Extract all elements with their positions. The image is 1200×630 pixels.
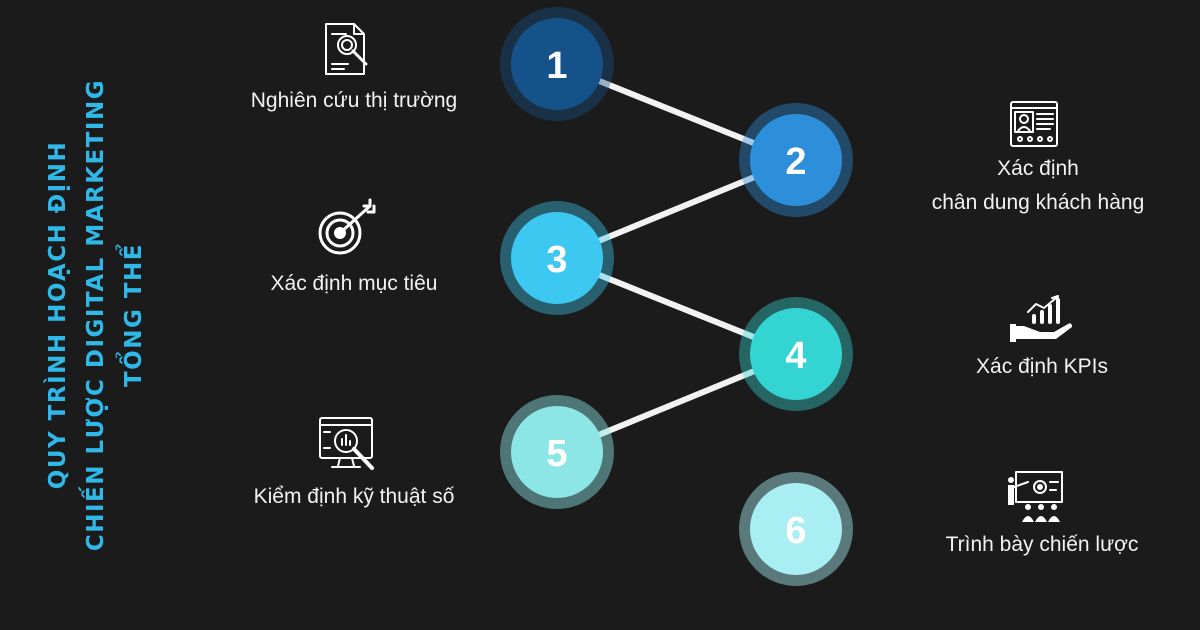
step-6-label: Trình bày chiến lược — [945, 533, 1139, 556]
step-6: 6 — [739, 472, 853, 586]
step-3: 3 — [500, 201, 614, 315]
step-4: 4 — [739, 297, 853, 411]
market-research-icon — [325, 23, 368, 75]
step-4-circle — [750, 308, 842, 400]
step-3-circle — [511, 212, 603, 304]
title-line-2: CHIẾN LƯỢC DIGITAL MARKETING — [83, 78, 109, 552]
step-6-circle — [750, 483, 842, 575]
kpi-growth-icon — [1010, 295, 1072, 342]
step-1: 1 — [500, 7, 614, 121]
step-5-number: 5 — [546, 433, 567, 475]
step-5: 5 — [500, 395, 614, 509]
step-6-number: 6 — [785, 510, 806, 552]
title-line-1: QUY TRÌNH HOẠCH ĐỊNH — [45, 140, 71, 490]
step-2: 2 — [739, 103, 853, 217]
step-3-label: Xác định mục tiêu — [270, 272, 438, 295]
target-icon — [318, 198, 376, 255]
customer-profile-icon — [1010, 101, 1058, 147]
step-5-label: Kiểm định kỹ thuật số — [253, 485, 455, 508]
step-4-number: 4 — [785, 335, 806, 377]
presentation-icon — [1008, 471, 1063, 522]
step-2-number: 2 — [785, 141, 806, 183]
step-4-label: Xác định KPIs — [976, 355, 1108, 378]
step-3-number: 3 — [546, 239, 567, 281]
digital-audit-icon — [319, 417, 374, 470]
vertical-title: QUY TRÌNH HOẠCH ĐỊNH CHIẾN LƯỢC DIGITAL … — [39, 35, 153, 595]
step-1-label: Nghiên cứu thị trường — [250, 89, 458, 112]
title-line-3: TỔNG THỂ — [121, 242, 147, 388]
step-1-circle — [511, 18, 603, 110]
step-2-circle — [750, 114, 842, 206]
step-5-circle — [511, 406, 603, 498]
step-1-number: 1 — [546, 45, 567, 87]
step-2-label: Xác định chân dung khách hàng — [931, 157, 1145, 214]
